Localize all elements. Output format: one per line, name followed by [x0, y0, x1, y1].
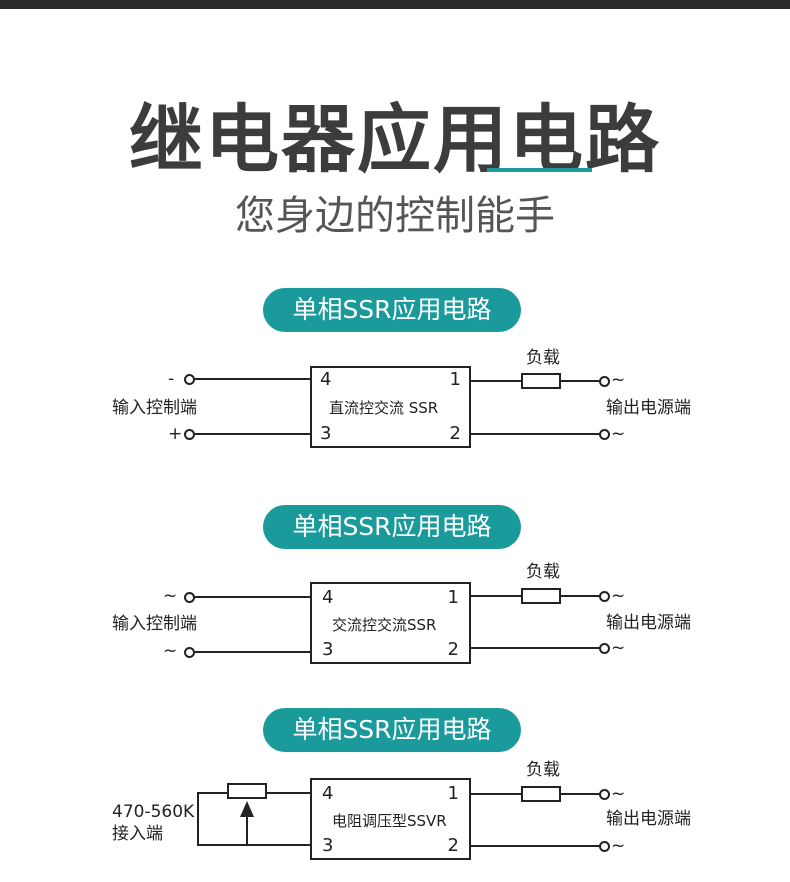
page-title: 继电器应用电路	[129, 97, 661, 183]
pin-4: 4	[322, 783, 334, 804]
output-top-wire-a	[471, 595, 523, 597]
output-bottom-wire	[471, 433, 600, 435]
pin-3: 3	[320, 423, 332, 444]
load-label: 负载	[526, 348, 560, 368]
input-label-line1: 470-560K	[112, 802, 195, 822]
load-resistor	[521, 373, 561, 389]
top-bar	[0, 0, 790, 9]
input-bottom-wire	[195, 651, 311, 653]
output-top-wire-b	[561, 793, 600, 795]
output-top-terminal	[599, 789, 610, 800]
input-bottom-sign: +	[168, 424, 183, 444]
input-top-sign: ~	[163, 586, 178, 606]
circuit-1-diagram: - 输入控制端 + 4 1 直流控交流 SSR 3 2 负载 ~ 输出电源端 ~	[0, 340, 790, 460]
input-top-sign: -	[168, 369, 175, 389]
input-label: 输入控制端	[112, 398, 197, 418]
circuit-2-diagram: ~ 输入控制端 ~ 4 1 交流控交流SSR 3 2 负载 ~ 输出电源端 ~	[0, 558, 790, 678]
pot-wiper-wire	[246, 816, 248, 846]
output-top-wire-b	[561, 380, 600, 382]
output-top-terminal	[599, 376, 610, 387]
potentiometer	[227, 783, 267, 799]
input-bottom-terminal	[184, 429, 195, 440]
output-top-terminal	[599, 591, 610, 602]
output-bottom-terminal	[599, 429, 610, 440]
input-label: 输入控制端	[112, 614, 197, 634]
load-label: 负载	[526, 562, 560, 582]
output-bottom-symbol: ~	[611, 424, 626, 444]
pot-wiper-arrow-icon	[240, 801, 254, 817]
output-top-symbol: ~	[611, 370, 626, 390]
input-bottom-terminal	[184, 647, 195, 658]
output-bottom-wire	[471, 845, 600, 847]
ssvr-module: 4 1 电阻调压型SSVR 3 2	[310, 778, 471, 860]
pin-3: 3	[322, 639, 334, 660]
title-underline	[487, 168, 592, 172]
output-bottom-symbol: ~	[611, 836, 626, 856]
pot-left-vertical-wire	[197, 792, 199, 844]
input-label-line2: 接入端	[112, 824, 163, 844]
input-top-wire	[195, 596, 311, 598]
module-label: 电阻调压型SSVR	[332, 812, 447, 830]
circuit-3-heading: 单相SSR应用电路	[263, 708, 521, 752]
load-label: 负载	[526, 760, 560, 780]
input-top-terminal	[184, 374, 195, 385]
input-top-terminal	[184, 592, 195, 603]
module-label: 直流控交流 SSR	[329, 399, 439, 417]
circuit-3-diagram: 470-560K 接入端 4 1 电阻调压型SSVR 3 2 负载 ~ 输出电源…	[0, 756, 790, 882]
output-top-wire-a	[471, 793, 523, 795]
output-bottom-symbol: ~	[611, 638, 626, 658]
output-top-symbol: ~	[611, 586, 626, 606]
circuit-1-heading: 单相SSR应用电路	[263, 288, 521, 332]
input-bottom-wire	[195, 433, 311, 435]
output-label: 输出电源端	[606, 613, 691, 633]
page-subtitle: 您身边的控制能手	[235, 193, 555, 239]
output-top-wire-b	[561, 595, 600, 597]
ssr-module: 4 1 交流控交流SSR 3 2	[310, 582, 471, 664]
pin-4: 4	[322, 587, 334, 608]
output-bottom-terminal	[599, 841, 610, 852]
input-top-wire	[195, 378, 311, 380]
output-top-symbol: ~	[611, 784, 626, 804]
output-top-wire-a	[471, 380, 523, 382]
output-label: 输出电源端	[606, 809, 691, 829]
input-bottom-wire	[197, 844, 311, 846]
input-bottom-sign: ~	[163, 641, 178, 661]
output-bottom-terminal	[599, 643, 610, 654]
pin-2: 2	[449, 423, 461, 444]
output-label: 输出电源端	[606, 398, 691, 418]
load-resistor	[521, 786, 561, 802]
pin-2: 2	[447, 835, 459, 856]
pot-left-wire	[197, 792, 229, 794]
pot-right-wire	[267, 792, 311, 794]
circuit-2-heading: 单相SSR应用电路	[263, 505, 521, 549]
pin-1: 1	[447, 783, 459, 804]
pin-3: 3	[322, 835, 334, 856]
pin-4: 4	[320, 369, 332, 390]
module-label: 交流控交流SSR	[332, 616, 437, 634]
ssr-module: 4 1 直流控交流 SSR 3 2	[310, 366, 471, 448]
pin-2: 2	[447, 639, 459, 660]
pin-1: 1	[447, 587, 459, 608]
output-bottom-wire	[471, 647, 600, 649]
pin-1: 1	[449, 369, 461, 390]
load-resistor	[521, 588, 561, 604]
